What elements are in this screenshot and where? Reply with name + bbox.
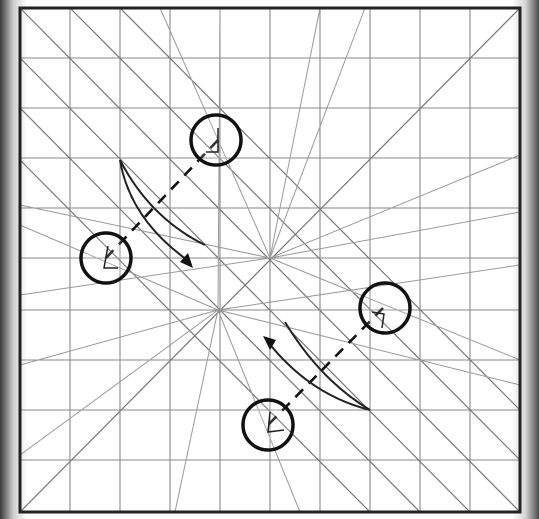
ray-l2 <box>19 309 219 366</box>
rays-from-center <box>19 7 521 361</box>
ray-c5 <box>269 211 521 259</box>
pivot-mark-left <box>103 245 118 269</box>
pivot-circle-right <box>358 281 412 335</box>
rotation-arrow-upper-return <box>119 159 206 246</box>
ray-c1 <box>159 7 271 259</box>
ray-l7 <box>217 7 221 311</box>
pivot-mark-right <box>371 311 385 329</box>
pivot-mark-top <box>206 128 219 153</box>
diagonal-creases <box>19 7 521 513</box>
rotation-arrow-upper <box>119 159 191 263</box>
ray-c7 <box>19 257 271 296</box>
pivot-circle-top <box>189 113 243 167</box>
ray-l1 <box>19 224 219 311</box>
ray-c2 <box>269 7 366 259</box>
ray-l8 <box>19 309 219 456</box>
ray-l4 <box>217 309 301 513</box>
arrowhead-upper <box>180 253 193 268</box>
pivot-mark-bottom <box>267 411 285 433</box>
arrowhead-lower <box>263 336 276 350</box>
ray-c3 <box>269 154 521 259</box>
diagonal-main-b <box>19 7 521 513</box>
rotation-arrow-lower-return <box>284 321 371 411</box>
rays-from-lower-point <box>19 7 521 513</box>
ray-c6 <box>19 204 271 259</box>
rotation-arrow-lower <box>267 341 371 411</box>
dashed-fold-line-lower <box>267 307 384 426</box>
diagonal-parallel-1 <box>69 7 521 461</box>
ray-l6 <box>217 309 521 386</box>
ray-c8 <box>269 7 321 259</box>
diagonal-parallel-5 <box>19 159 371 513</box>
diagonal-parallel-4 <box>119 7 521 411</box>
fold-symbol-lower-right <box>241 281 412 452</box>
fold-symbol-upper-left <box>79 113 243 285</box>
paper-frame <box>18 6 522 514</box>
ray-c4 <box>269 257 521 361</box>
diagonal-parallel-2 <box>19 57 471 513</box>
ray-l3 <box>174 309 219 513</box>
